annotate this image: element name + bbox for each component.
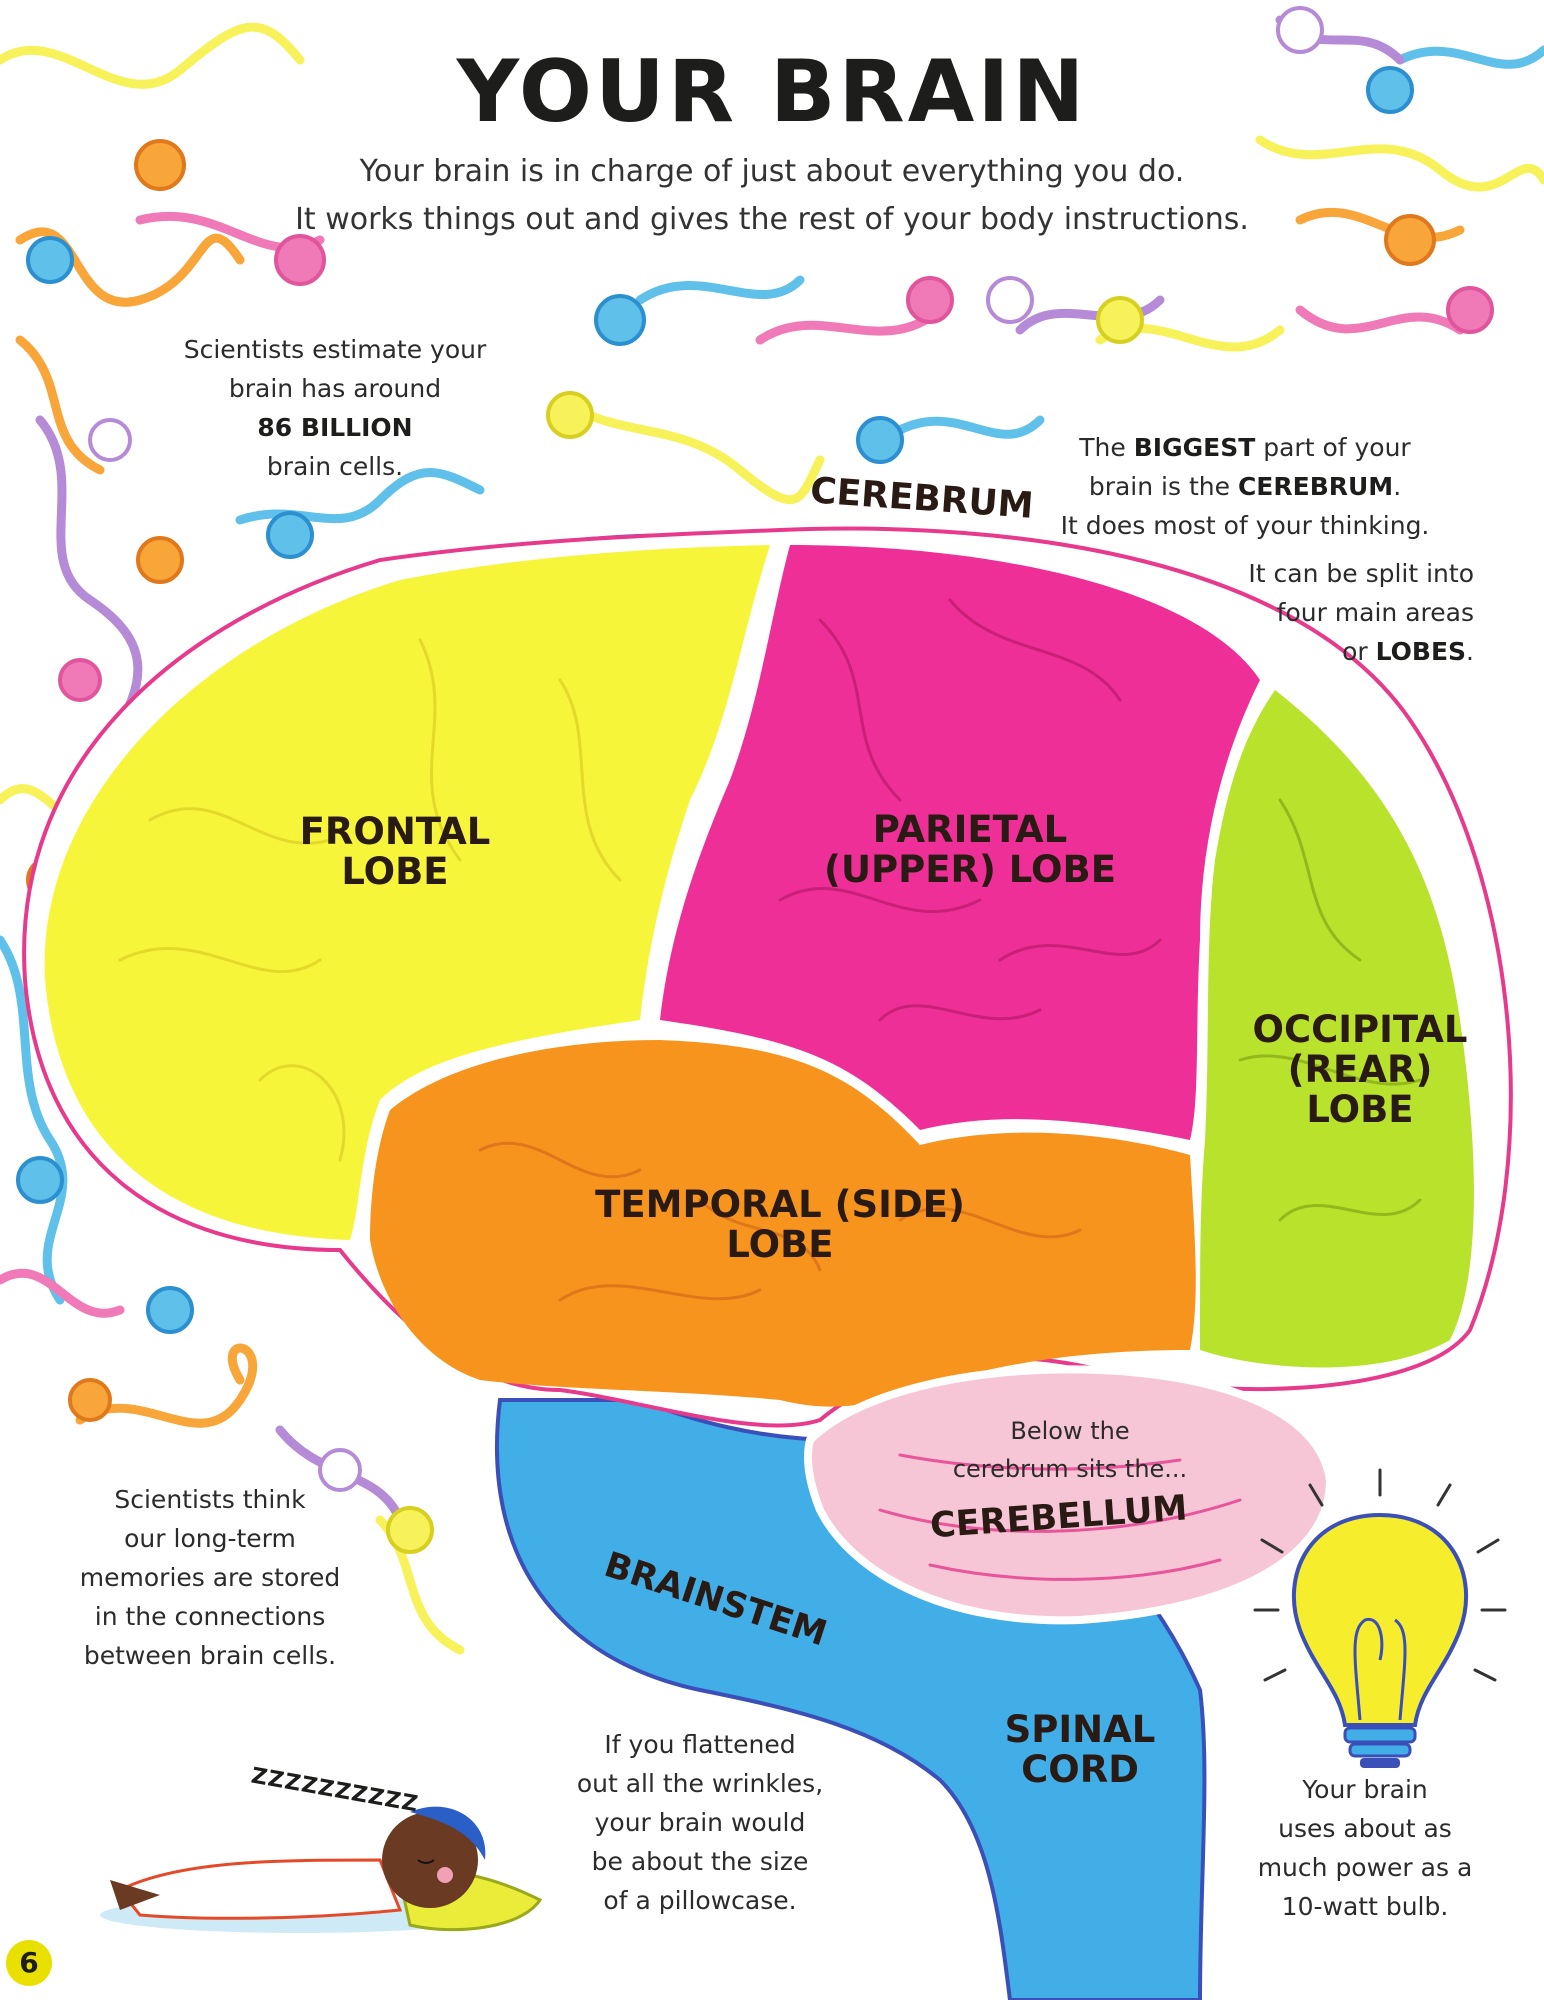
- label-frontal-lobe: FRONTAL LOBE: [255, 812, 535, 892]
- fact-lobes-word: LOBES: [1375, 637, 1467, 666]
- light-bulb-icon: [1253, 1468, 1507, 1768]
- label-frontal-line-2: LOBE: [341, 849, 449, 893]
- fact-cerebrum-line-1: The BIGGEST part of your: [1060, 428, 1430, 467]
- intro-text: Your brain is in charge of just about ev…: [260, 148, 1284, 244]
- neuron-squiggle-purple-3: [1015, 295, 1165, 335]
- fact-memories-line-2: our long-term: [124, 1524, 296, 1553]
- fact-brain-cells-number: 86 BILLION: [257, 413, 413, 442]
- fact-cerebrum-pre: The: [1079, 433, 1134, 462]
- label-parietal-lobe: PARIETAL (UPPER) LOBE: [820, 810, 1120, 890]
- page-title: YOUR BRAIN: [456, 42, 1088, 142]
- sleeping-child-illustration: [100, 1806, 543, 1933]
- fact-wrinkles-line-3: your brain would: [594, 1808, 806, 1837]
- fact-power-line-2: uses about as: [1278, 1814, 1452, 1843]
- fact-lobes-line-3: or LOBES.: [1170, 632, 1474, 671]
- label-occipital-line-1: OCCIPITAL: [1252, 1008, 1468, 1051]
- neuron-squiggle-yellow-6: [1255, 135, 1544, 192]
- brain-wrinkles: [118, 598, 1422, 1581]
- neuron-squiggle-yellow-4: [555, 395, 825, 505]
- neuron-squiggle-blue-4: [895, 415, 1045, 439]
- label-temporal-lobe: TEMPORAL (SIDE) LOBE: [595, 1183, 965, 1266]
- fact-memories-line-4: in the connections: [94, 1602, 326, 1631]
- neuron-squiggle-blue: [0, 935, 68, 1305]
- label-occipital-lobe: OCCIPITAL (REAR) LOBE: [1230, 1010, 1490, 1130]
- label-parietal-line-2: (UPPER) LOBE: [824, 847, 1116, 891]
- fact-lobes-pre: or: [1342, 637, 1376, 666]
- fact-cerebrum-line-2: brain is the CEREBRUM.: [1060, 467, 1430, 506]
- fact-power-line-3: much power as a: [1257, 1853, 1473, 1882]
- label-spinal-cord: SPINAL CORD: [990, 1710, 1170, 1790]
- fact-lobes-dot: .: [1466, 637, 1474, 666]
- fact-memories: Scientists think our long-term memories …: [75, 1480, 345, 1675]
- fact-brain-cells-line-3: brain cells.: [266, 452, 404, 481]
- fact-wrinkles-line-2: out all the wrinkles,: [576, 1769, 824, 1798]
- frontal-lobe-shape: [44, 545, 770, 1240]
- fact-cerebrum-line-3: It does most of your thinking.: [1060, 511, 1430, 540]
- fact-wrinkles-line-5: of a pillowcase.: [603, 1886, 797, 1915]
- temporal-lobe-shape: [370, 1040, 1196, 1407]
- fact-power-line-1: Your brain: [1302, 1775, 1428, 1804]
- neuron-squiggle-yellow: [0, 22, 305, 89]
- fact-cerebrum-biggest-word: BIGGEST: [1133, 433, 1256, 462]
- fact-power: Your brain uses about as much power as a…: [1240, 1770, 1490, 1926]
- fact-memories-line-5: between brain cells.: [83, 1641, 337, 1670]
- fact-cerebrum-biggest: The BIGGEST part of your brain is the CE…: [1060, 428, 1430, 545]
- neuron-squiggle-pink-2: [0, 1268, 125, 1318]
- neuron-squiggle-purple: [35, 415, 143, 745]
- fact-brain-cells-line-2: brain has around: [228, 374, 442, 403]
- neuron-squiggle-blue-5: [1395, 45, 1544, 69]
- fact-cerebrum-word: CEREBRUM: [1237, 472, 1394, 501]
- fact-brain-cells: Scientists estimate your brain has aroun…: [170, 330, 500, 486]
- fact-below-line-1: Below the: [1010, 1417, 1130, 1445]
- label-spinal-line-1: SPINAL: [1004, 1708, 1156, 1751]
- neuron-squiggle-orange-3: [75, 1343, 258, 1428]
- label-spinal-line-2: CORD: [1021, 1747, 1139, 1791]
- fact-cerebrum-dot: .: [1393, 472, 1402, 501]
- intro-line-1: Your brain is in charge of just about ev…: [359, 154, 1185, 189]
- fact-memories-line-1: Scientists think: [114, 1485, 306, 1514]
- neuron-squiggle-orange-2: [15, 335, 105, 475]
- fact-wrinkles: If you flattened out all the wrinkles, y…: [570, 1725, 830, 1920]
- fact-brain-cells-line-1: Scientists estimate your: [183, 335, 487, 364]
- label-frontal-line-1: FRONTAL: [299, 810, 491, 853]
- fact-cerebrum-mid: part of your: [1255, 433, 1411, 462]
- neuron-squiggle-pink-4: [1295, 305, 1465, 335]
- intro-line-2: It works things out and gives the rest o…: [295, 202, 1249, 237]
- neuron-squiggle-pink-3: [755, 305, 945, 345]
- neuron-squiggle-orange-4: [1295, 207, 1465, 243]
- fact-lobes: It can be split into four main areas or …: [1170, 554, 1474, 671]
- occipital-lobe-shape: [1200, 690, 1474, 1368]
- fact-wrinkles-line-1: If you flattened: [604, 1730, 796, 1759]
- fact-cerebrum-pre2: brain is the: [1088, 472, 1238, 501]
- parietal-lobe-shape: [660, 545, 1260, 1140]
- cerebellum-shape: [804, 1365, 1335, 1625]
- fact-lobes-line-1: It can be split into: [1248, 559, 1474, 588]
- fact-below-line-2: cerebrum sits the...: [952, 1455, 1188, 1483]
- fact-below-cerebrum: Below the cerebrum sits the...: [920, 1412, 1220, 1488]
- neuron-squiggle-blue-3: [635, 275, 805, 305]
- fact-wrinkles-line-4: be about the size: [591, 1847, 809, 1876]
- page-number-badge: 6: [6, 1940, 52, 1986]
- fact-lobes-line-2: four main areas: [1276, 598, 1474, 627]
- label-occipital-line-2: (REAR) LOBE: [1287, 1047, 1433, 1131]
- label-parietal-line-1: PARIETAL: [872, 808, 1068, 851]
- fact-power-line-4: 10-watt bulb.: [1281, 1892, 1449, 1921]
- fact-memories-line-3: memories are stored: [79, 1563, 341, 1592]
